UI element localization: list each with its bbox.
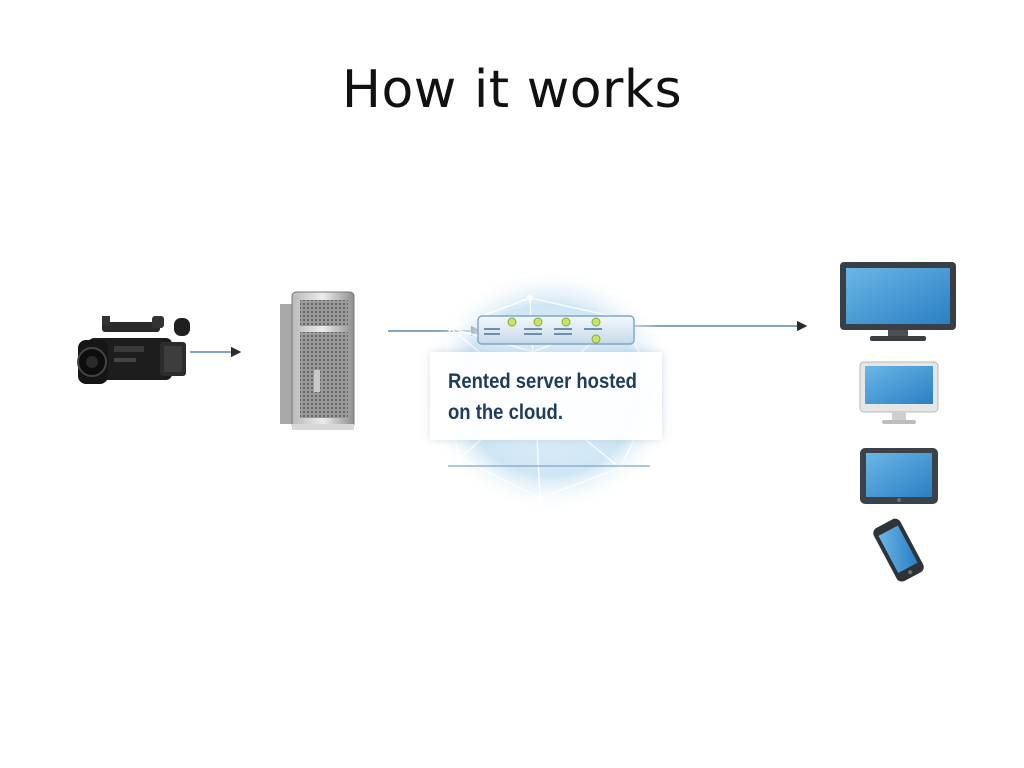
tower-server-icon bbox=[280, 291, 355, 430]
slide-title: How it works bbox=[341, 60, 683, 120]
smartphone-icon bbox=[873, 518, 924, 582]
cloud-label-card: Rented server hosted on the cloud. bbox=[430, 352, 662, 440]
video-camera-icon bbox=[77, 316, 190, 384]
imac-icon bbox=[859, 361, 939, 424]
tablet-icon bbox=[860, 448, 938, 504]
cloud-label-line2: on the cloud. bbox=[448, 401, 563, 424]
cloud-label-line1: Rented server hosted bbox=[448, 370, 637, 393]
desktop-monitor-icon bbox=[840, 262, 956, 341]
cloud-label-text: Rented server hosted on the cloud. bbox=[448, 366, 637, 428]
cloud-server-icon bbox=[477, 315, 635, 345]
